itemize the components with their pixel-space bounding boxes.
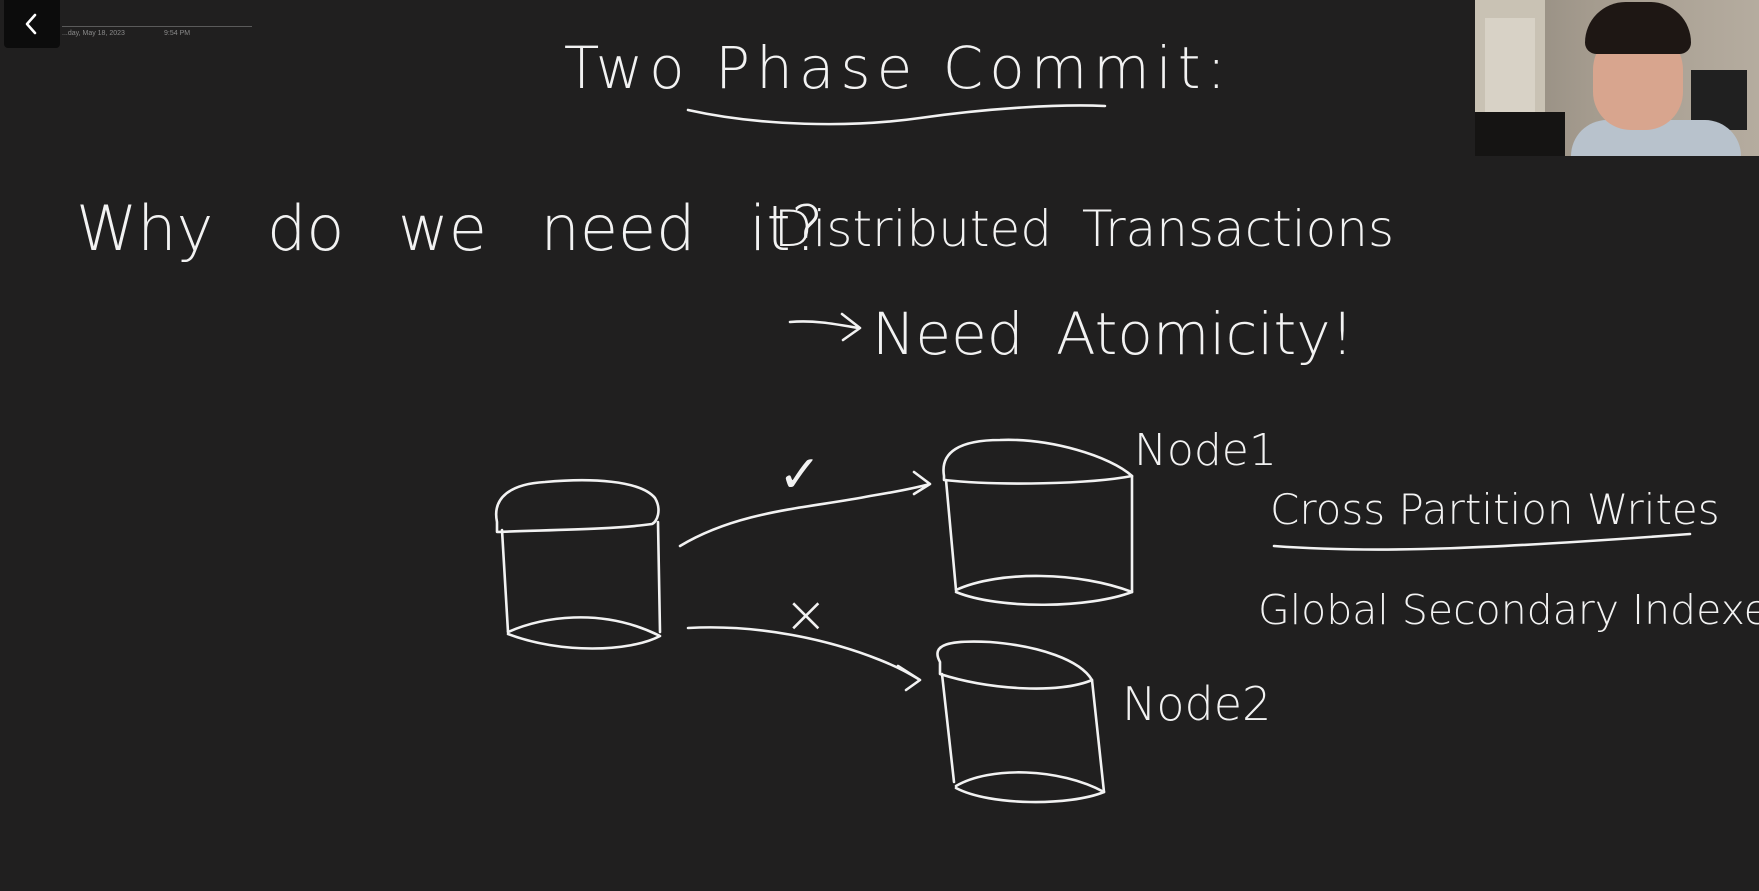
node2-label: Node2 (1122, 677, 1271, 731)
node1-label: Node1 (1134, 425, 1277, 476)
source-database (494, 478, 662, 650)
back-button[interactable] (4, 0, 60, 48)
note-date: ...day, May 18, 2023 (62, 30, 125, 37)
use-case-cross-partition: Cross Partition Writes (1270, 485, 1720, 534)
cross-mark: × (784, 585, 828, 645)
metadata-divider (62, 26, 252, 27)
title-underline (686, 104, 1107, 126)
chevron-left-icon (25, 13, 37, 35)
consequence-arrow (788, 312, 862, 342)
use-case-gsi: Global Secondary Indexes (1258, 586, 1759, 634)
answer-text: Distributed Transactions (774, 200, 1394, 258)
question-text: Why do we need it? (76, 192, 824, 265)
commit-arrow-node2 (686, 626, 922, 692)
node2-database (936, 640, 1106, 804)
node1-database (942, 438, 1134, 607)
use-case-underline (1272, 532, 1692, 551)
consequence-text: Need Atomicity! (872, 300, 1354, 368)
check-mark: ✓ (778, 445, 822, 505)
commit-arrow-node1 (678, 470, 932, 548)
board-title: Two Phase Commit: (564, 34, 1232, 102)
note-metadata: ...day, May 18, 2023 9:54 PM (62, 22, 252, 40)
note-time: 9:54 PM (164, 30, 191, 37)
webcam-feed (1475, 0, 1759, 156)
